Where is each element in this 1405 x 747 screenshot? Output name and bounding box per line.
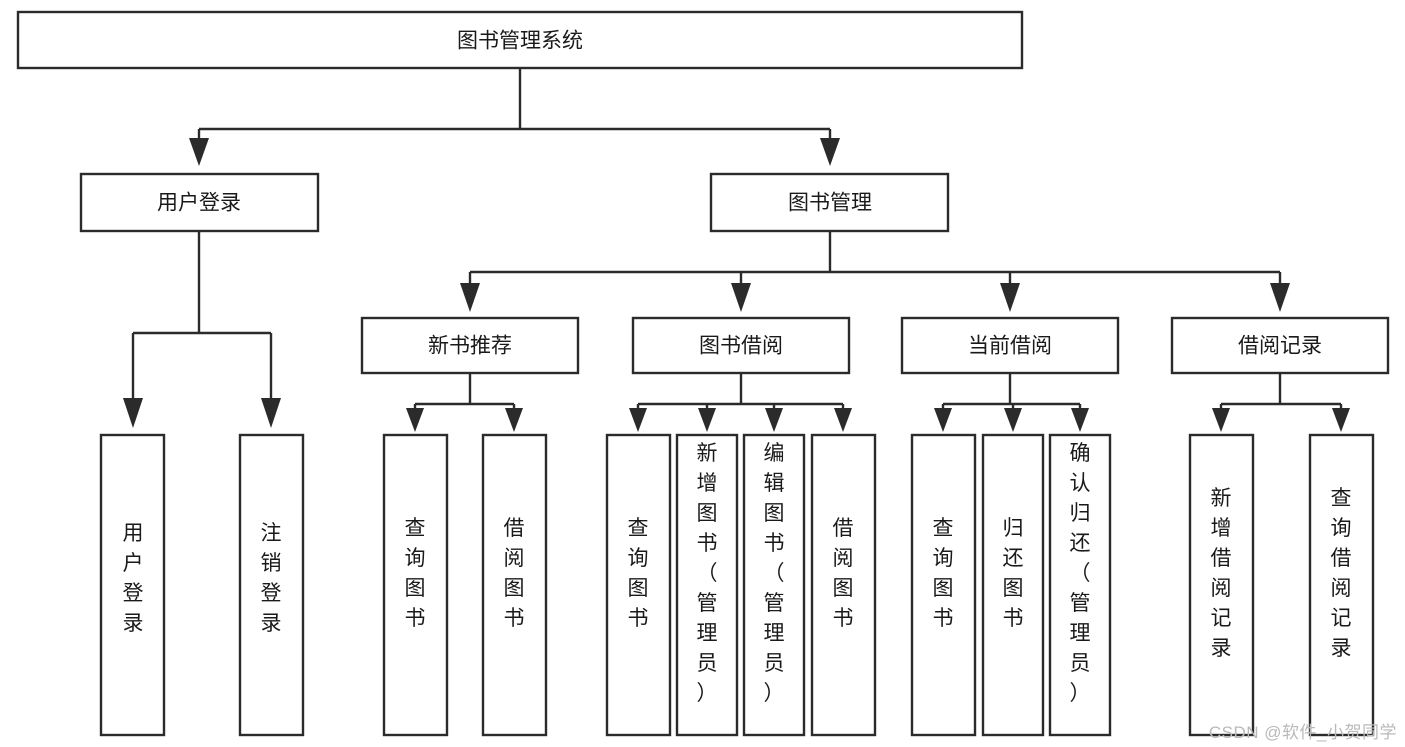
node-leaf-query-book-2-box[interactable] <box>605 433 672 737</box>
node-user-login-box[interactable] <box>79 172 320 233</box>
node-user-login[interactable]: 用户登录 <box>79 172 320 233</box>
node-leaf-query-book-2-label: 查询图书 <box>628 517 649 630</box>
node-leaf-return-book[interactable]: 归还图书 <box>981 433 1045 737</box>
node-leaf-query-book-2[interactable]: 查询图书 <box>605 433 672 737</box>
arrow-head-leaf-add-book <box>698 408 716 432</box>
node-leaf-query-book-3-box[interactable] <box>910 433 977 737</box>
arrow-head-leaf-borrow-book-2 <box>834 408 852 432</box>
arrow-head-leaf-confirm-return <box>1071 408 1089 432</box>
connector-group-book-manage <box>460 231 1290 312</box>
node-leaf-borrow-book-2-box[interactable] <box>810 433 877 737</box>
node-leaf-query-book-3[interactable]: 查询图书 <box>910 433 977 737</box>
node-root-box[interactable] <box>16 10 1024 70</box>
node-leaf-add-book-label: 新增图书（管理员） <box>697 442 718 705</box>
node-leaf-query-record[interactable]: 查询借阅记录 <box>1308 433 1375 737</box>
node-leaf-borrow-book-2-label: 借阅图书 <box>833 517 854 630</box>
node-borrow-record-box[interactable] <box>1170 316 1390 375</box>
node-leaf-confirm-return[interactable]: 确认归还（管理员） <box>1048 433 1112 737</box>
node-leaf-add-book[interactable]: 新增图书（管理员） <box>675 433 739 737</box>
node-leaf-add-record-box[interactable] <box>1188 433 1255 737</box>
arrow-head-leaf-borrow-book-1 <box>505 408 523 432</box>
node-leaf-query-book-1-label: 查询图书 <box>405 517 426 630</box>
node-leaf-add-book-box[interactable] <box>675 433 739 737</box>
node-leaf-query-record-box[interactable] <box>1308 433 1375 737</box>
node-current-borrow-box[interactable] <box>900 316 1120 375</box>
node-leaf-borrow-book-2[interactable]: 借阅图书 <box>810 433 877 737</box>
node-leaf-logout-box[interactable] <box>238 433 305 737</box>
arrow-head-leaf-query-record <box>1332 408 1350 432</box>
node-borrow-record[interactable]: 借阅记录 <box>1170 316 1390 375</box>
node-new-book-rec[interactable]: 新书推荐 <box>360 316 580 375</box>
node-leaf-user-login-box[interactable] <box>99 433 166 737</box>
arrow-head-leaf-return-book <box>1004 408 1022 432</box>
node-leaf-logout[interactable]: 注销登录 <box>238 433 305 737</box>
node-leaf-query-record-label: 查询借阅记录 <box>1331 487 1352 660</box>
node-leaf-confirm-return-label: 确认归还（管理员） <box>1070 442 1091 705</box>
arrow-head-leaf-user-login <box>123 398 143 428</box>
arrow-head-leaf-edit-book <box>765 408 783 432</box>
node-leaf-edit-book-label: 编辑图书（管理员） <box>764 442 785 705</box>
node-borrow-record-label: 借阅记录 <box>1238 335 1322 358</box>
node-current-borrow[interactable]: 当前借阅 <box>900 316 1120 375</box>
connector-group-root <box>189 68 840 166</box>
connector-group-user-login <box>123 231 281 428</box>
node-new-book-rec-box[interactable] <box>360 316 580 375</box>
arrow-head-new-book-rec <box>460 283 480 312</box>
node-leaf-borrow-book-1-box[interactable] <box>481 433 548 737</box>
arrow-head-borrow-record <box>1270 283 1290 312</box>
connector-group-current-borrow <box>934 373 1089 432</box>
node-book-borrow-box[interactable] <box>631 316 851 375</box>
node-book-borrow-label: 图书借阅 <box>699 335 783 358</box>
node-leaf-add-record[interactable]: 新增借阅记录 <box>1188 433 1255 737</box>
connector-group-borrow-record <box>1212 373 1350 432</box>
node-new-book-rec-label: 新书推荐 <box>428 335 512 358</box>
arrow-head-leaf-query-book-3 <box>934 408 952 432</box>
node-leaf-user-login[interactable]: 用户登录 <box>99 433 166 737</box>
node-user-login-label: 用户登录 <box>157 192 241 215</box>
arrow-head-current-borrow <box>1000 283 1020 312</box>
node-leaf-user-login-label: 用户登录 <box>123 522 144 635</box>
arrow-head-book-manage <box>820 138 840 166</box>
node-book-manage-label: 图书管理 <box>788 192 872 215</box>
arrow-head-leaf-query-book-2 <box>629 408 647 432</box>
node-leaf-edit-book-box[interactable] <box>742 433 806 737</box>
arrow-head-user-login <box>189 138 209 166</box>
node-leaf-add-record-label: 新增借阅记录 <box>1211 487 1232 660</box>
arrow-head-leaf-add-record <box>1212 408 1230 432</box>
node-leaf-return-book-box[interactable] <box>981 433 1045 737</box>
node-leaf-query-book-1-box[interactable] <box>382 433 449 737</box>
node-root[interactable]: 图书管理系统 <box>16 10 1024 70</box>
node-book-manage[interactable]: 图书管理 <box>709 172 950 233</box>
node-leaf-logout-label: 注销登录 <box>261 522 282 635</box>
node-leaf-query-book-3-label: 查询图书 <box>933 517 954 630</box>
node-book-borrow[interactable]: 图书借阅 <box>631 316 851 375</box>
connector-group-new-book-rec <box>406 373 523 432</box>
node-current-borrow-label: 当前借阅 <box>968 335 1052 358</box>
node-leaf-edit-book[interactable]: 编辑图书（管理员） <box>742 433 806 737</box>
node-leaf-borrow-book-1[interactable]: 借阅图书 <box>481 433 548 737</box>
node-leaf-return-book-label: 归还图书 <box>1003 517 1024 630</box>
arrow-head-leaf-query-book-1 <box>406 408 424 432</box>
arrow-head-leaf-logout <box>261 398 281 428</box>
arrow-head-book-borrow <box>731 283 751 312</box>
node-leaf-borrow-book-1-label: 借阅图书 <box>504 517 525 630</box>
node-leaf-query-book-1[interactable]: 查询图书 <box>382 433 449 737</box>
node-root-label: 图书管理系统 <box>457 30 583 53</box>
node-leaf-confirm-return-box[interactable] <box>1048 433 1112 737</box>
connector-group-book-borrow <box>629 373 852 432</box>
node-book-manage-box[interactable] <box>709 172 950 233</box>
